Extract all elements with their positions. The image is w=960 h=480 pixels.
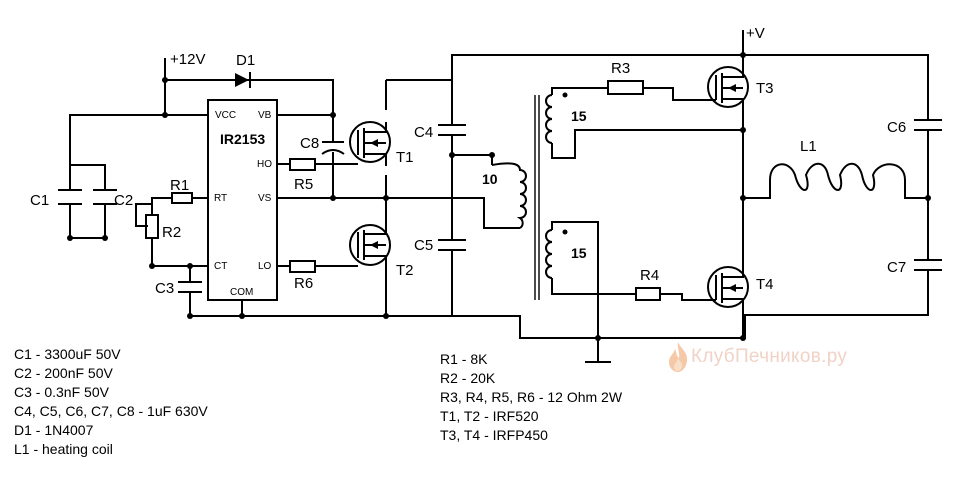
pin-vs: VS <box>258 193 272 204</box>
parts-list-item: C4, C5, C6, C7, C8 - 1uF 630V <box>14 403 208 419</box>
mosfet-t1 <box>345 121 391 166</box>
transformer <box>491 87 743 338</box>
label-c5: C5 <box>414 237 433 254</box>
label-d1: D1 <box>236 52 255 69</box>
resistor-r1 <box>171 192 193 204</box>
mosfet-t2 <box>345 210 391 276</box>
flame-icon <box>669 342 688 372</box>
parts-list-item: R1 - 8K <box>440 351 488 367</box>
label-r1: R1 <box>170 177 189 194</box>
diode-d1 <box>235 72 251 88</box>
parts-list-item: L1 - heating coil <box>14 441 113 457</box>
label-c7: C7 <box>887 259 906 276</box>
label-r3: R3 <box>611 60 630 77</box>
pin-vcc: VCC <box>215 110 236 121</box>
resistor-r4 <box>635 287 661 301</box>
label-c2: C2 <box>114 192 133 209</box>
pin-vb: VB <box>258 110 272 121</box>
capacitor-c6 <box>914 119 942 131</box>
label-r5: R5 <box>294 176 313 193</box>
parts-list-item: C1 - 3300uF 50V <box>14 346 121 362</box>
ic-ir2153 <box>207 99 278 301</box>
parts-list-item: D1 - 1N4007 <box>14 422 94 438</box>
parts-list-capacitors: C1 - 3300uF 50V C2 - 200nF 50V C3 - 0.3n… <box>14 345 208 459</box>
parts-list-item: T3, T4 - IRFP450 <box>440 427 548 443</box>
mosfet-t3 <box>707 66 749 110</box>
label-t1: T1 <box>396 149 414 166</box>
capacitor-c4 <box>438 124 466 136</box>
label-primary-turns: 10 <box>482 171 498 187</box>
junction-dots <box>67 52 931 341</box>
label-secondary-top-turns: 15 <box>571 108 587 124</box>
label-c1: C1 <box>30 192 49 209</box>
pin-com: COM <box>230 287 253 298</box>
capacitor-c2 <box>93 189 117 205</box>
parts-list-item: T1, T2 - IRF520 <box>440 408 539 424</box>
power-wiring <box>598 55 929 338</box>
capacitor-c7 <box>914 259 942 271</box>
label-t4: T4 <box>756 276 774 293</box>
label-c8: C8 <box>300 135 319 152</box>
label-r4: R4 <box>640 267 659 284</box>
resistor-r2 <box>140 214 159 239</box>
capacitor-c5 <box>438 239 466 251</box>
label-r6: R6 <box>294 275 313 292</box>
capacitor-c3 <box>178 281 202 293</box>
mosfet-t4 <box>707 266 749 312</box>
pin-ho: HO <box>257 159 272 170</box>
parts-list-resistors-transistors: R1 - 8K R2 - 20K R3, R4, R5, R6 - 12 Ohm… <box>440 350 622 445</box>
inductor-l1 <box>769 162 906 191</box>
capacitor-c1 <box>58 189 82 205</box>
label-t2: T2 <box>396 262 414 279</box>
label-c6: C6 <box>887 119 906 136</box>
label-r2: R2 <box>162 224 181 241</box>
parts-list-item: R2 - 20K <box>440 370 496 386</box>
watermark-text: КлубПечников.ру <box>691 346 848 367</box>
driver-wiring <box>69 30 929 363</box>
watermark: КлубПечников.ру <box>665 340 847 374</box>
label-secondary-bottom-turns: 15 <box>571 245 587 261</box>
label-c4: C4 <box>414 124 433 141</box>
capacitor-c8 <box>321 141 345 155</box>
label-c3: C3 <box>155 280 174 297</box>
resistor-r3 <box>607 80 644 95</box>
label-plus-v: +V <box>746 25 765 42</box>
parts-list-item: C3 - 0.3nF 50V <box>14 384 109 400</box>
ic-name: IR2153 <box>220 131 265 147</box>
label-t3: T3 <box>756 80 774 97</box>
pin-lo: LO <box>258 261 272 272</box>
pin-rt: RT <box>214 193 227 204</box>
resistor-r6 <box>289 260 316 273</box>
resistor-r5 <box>289 158 316 171</box>
parts-list-item: C2 - 200nF 50V <box>14 365 113 381</box>
label-l1: L1 <box>800 138 817 155</box>
pin-ct: CT <box>214 261 227 272</box>
label-12v: +12V <box>170 51 205 68</box>
parts-list-item: R3, R4, R5, R6 - 12 Ohm 2W <box>440 389 623 405</box>
